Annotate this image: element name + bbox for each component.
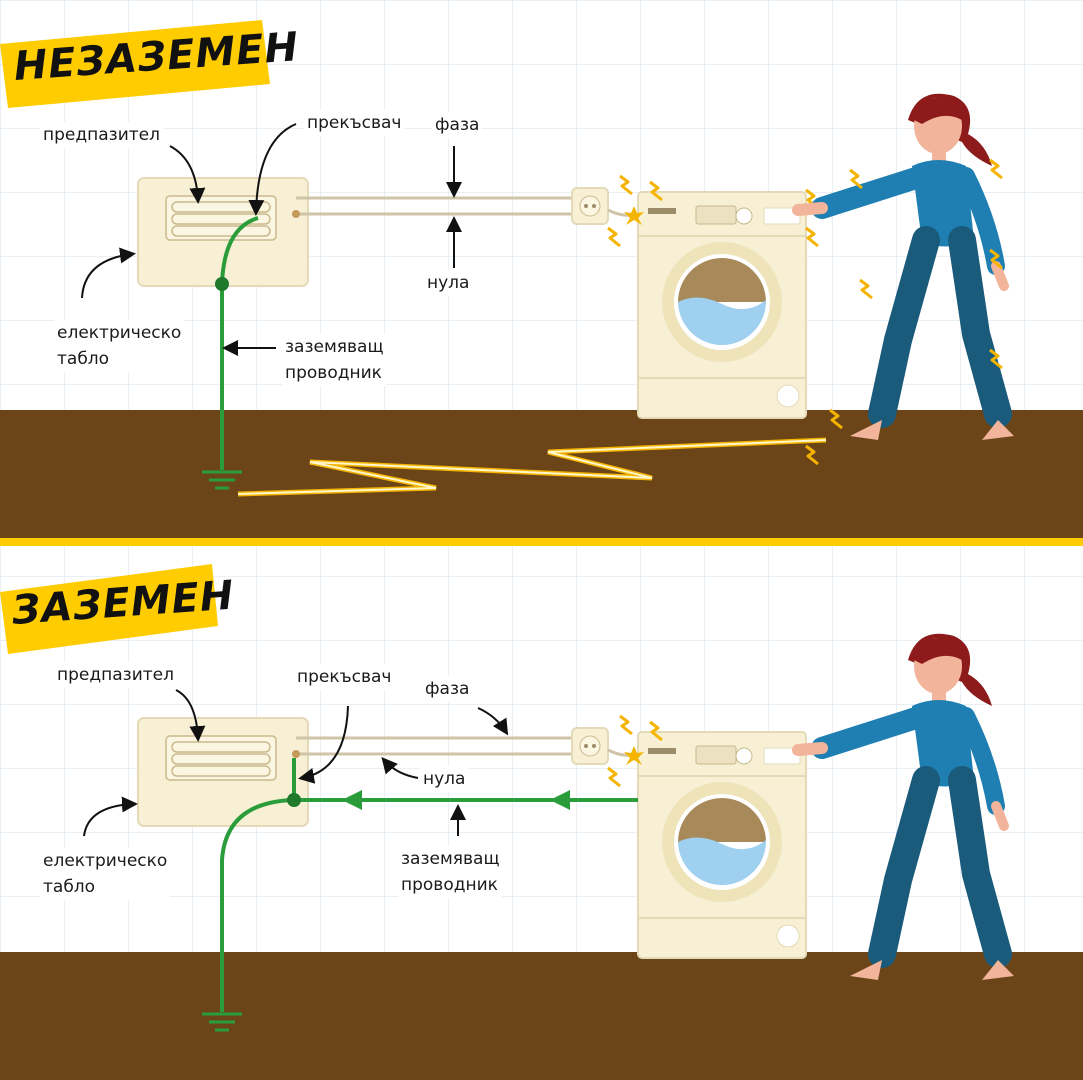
breaker-panel-icon [137,717,309,827]
label-neutral: нула [420,766,469,792]
title-band [0,564,218,654]
panel-grounded [0,546,1083,1080]
label-ground-conductor: заземяващ проводник [398,846,503,898]
ground-earth [0,952,1083,1080]
label-phase: фаза [422,676,473,702]
washing-machine-icon [637,191,807,419]
label-fuse: предпазител [54,662,177,688]
title-band [0,20,270,108]
panel-divider [0,538,1083,546]
label-breaker: прекъсвач [294,664,395,690]
label-fuse: предпазител [40,122,163,148]
label-breaker: прекъсвач [304,110,405,136]
panel-ungrounded [0,0,1083,538]
socket-icon [571,727,609,765]
label-phase: фаза [432,112,483,138]
label-ground-conductor: заземяващ проводник [282,334,387,386]
washing-machine-icon [637,731,807,959]
label-board: електрическо табло [40,848,171,900]
label-neutral: нула [424,270,473,296]
label-board: електрическо табло [54,320,185,372]
socket-icon [571,187,609,225]
